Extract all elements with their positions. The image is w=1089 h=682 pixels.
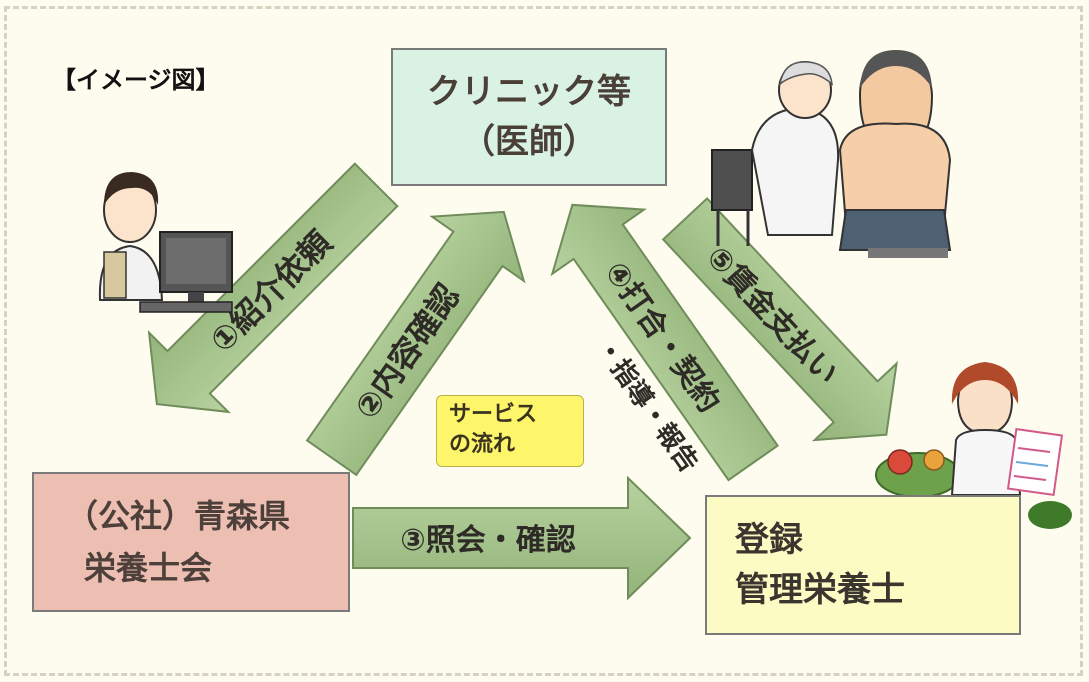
- clinic-box: クリニック等 （医師）: [391, 48, 667, 186]
- service-note-line1: サービス: [449, 402, 538, 427]
- association-name: （公社）青森県: [66, 497, 291, 535]
- association-name-line2: 栄養士会: [84, 549, 213, 587]
- dietitian-label: 登録: [735, 520, 803, 560]
- label-step3: ③照会・確認: [400, 523, 575, 558]
- doctor-patient-illustration: [711, 50, 952, 258]
- dietitian-box: 登録 管理栄養士: [705, 495, 1021, 635]
- service-note-line2: の流れ: [449, 432, 516, 457]
- association-box: （公社）青森県 栄養士会: [32, 472, 350, 612]
- clinic-role: （医師）: [461, 122, 597, 162]
- dietitian-role: 管理栄養士: [735, 570, 905, 610]
- dietitian-illustration: [875, 362, 1072, 529]
- service-flow-note: サービス の流れ: [436, 395, 584, 467]
- arrow-step3: ③照会・確認: [352, 475, 692, 601]
- clinic-name: クリニック等: [427, 72, 631, 112]
- dashed-frame: [4, 6, 1083, 676]
- office-worker-illustration: [98, 172, 233, 313]
- diagram-caption: 【イメージ図】: [52, 66, 220, 94]
